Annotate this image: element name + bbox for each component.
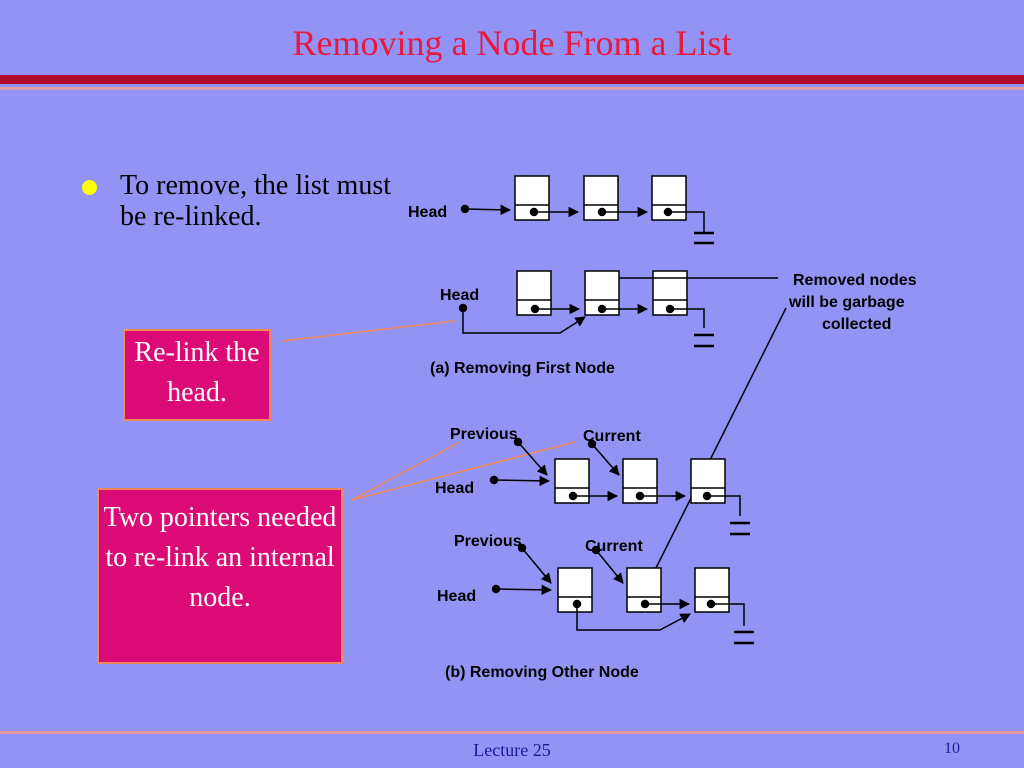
node xyxy=(557,567,593,613)
slide-title: Removing a Node From a List xyxy=(292,23,732,63)
previous-label-b2: Previous xyxy=(454,533,522,550)
head-label-a2: Head xyxy=(440,287,479,304)
footer-text: Lecture 25 xyxy=(473,740,551,760)
relink-connector-line xyxy=(281,320,456,342)
removed-note-pointer-line xyxy=(652,307,787,575)
node xyxy=(516,270,552,316)
node xyxy=(514,175,550,221)
null-ground-icon xyxy=(730,521,750,536)
node xyxy=(651,175,687,221)
list-b-relinked: Previous Current Head xyxy=(437,533,754,645)
bullet-dot-icon xyxy=(82,180,97,195)
footer-rule xyxy=(0,731,1024,734)
caption-b: (b) Removing Other Node xyxy=(445,664,639,681)
removed-note-line2: will be garbage xyxy=(788,294,905,311)
head-label-b1: Head xyxy=(435,480,474,497)
node xyxy=(584,270,620,316)
head-label-b2: Head xyxy=(437,588,476,605)
removed-note-line1: Removed nodes xyxy=(793,272,917,289)
title-rule-light xyxy=(0,87,1024,90)
current-connector-line xyxy=(351,441,576,501)
node xyxy=(554,458,590,504)
previous-label-b1: Previous xyxy=(450,426,518,443)
node xyxy=(694,567,730,613)
null-ground-icon xyxy=(694,333,714,348)
current-label-b1: Current xyxy=(583,428,641,445)
bullet-text: To remove, the list must be re-linked. xyxy=(120,170,392,232)
relink-head-callout: Re-link the head. xyxy=(123,329,271,421)
page-number: 10 xyxy=(944,740,960,757)
list-a-relinked: Head xyxy=(440,270,778,348)
list-a-original: Head xyxy=(408,175,714,245)
removed-note-line3: collected xyxy=(822,316,891,333)
head-label-a1: Head xyxy=(408,204,447,221)
title-rule-dark xyxy=(0,75,1024,84)
previous-connector-line xyxy=(351,441,461,501)
null-ground-icon xyxy=(694,231,714,245)
list-b-original: Previous Current Head xyxy=(435,426,750,536)
node xyxy=(583,175,619,221)
node xyxy=(626,567,662,613)
caption-a: (a) Removing First Node xyxy=(430,360,615,377)
null-ground-icon xyxy=(734,630,754,645)
callout-connectors xyxy=(281,320,576,501)
two-pointers-callout: Two pointers needed to re-link an intern… xyxy=(97,488,343,664)
